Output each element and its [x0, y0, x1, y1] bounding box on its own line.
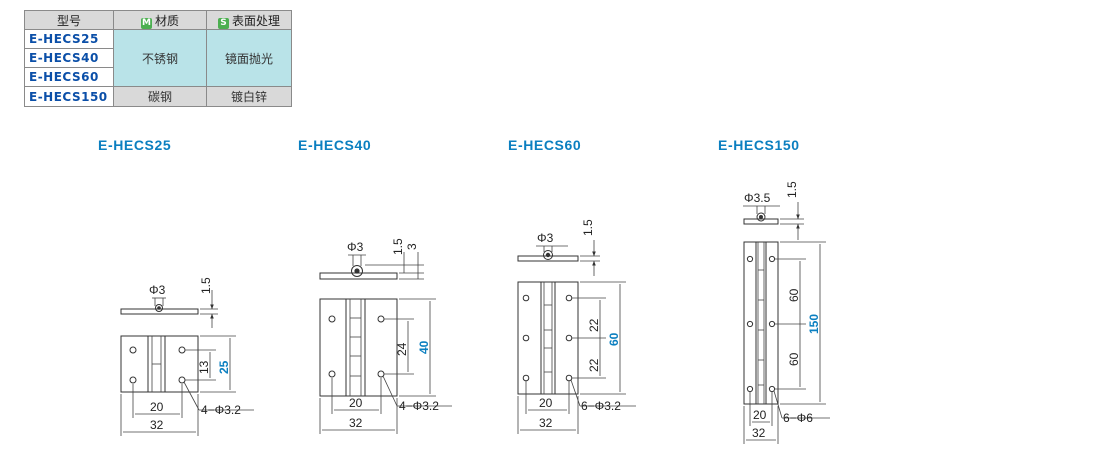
dia-label: Φ3 [149, 283, 166, 297]
thickness-label: 1.5 [785, 181, 799, 198]
front-view: 22 22 60 20 32 6−Φ3.2 [517, 281, 636, 434]
holes-label: 4−Φ3.2 [399, 399, 439, 413]
width-label: 32 [150, 418, 164, 432]
drawing-e-hecs60: Φ3 1.5 22 22 [517, 219, 636, 434]
header-material-label: 材质 [154, 13, 179, 28]
height-label: 60 [607, 332, 621, 346]
width-label: 32 [539, 416, 553, 430]
pitch-label: 13 [197, 360, 211, 374]
thickness-label: 1.5 [581, 219, 595, 236]
drawing-e-hecs150: Φ3.5 1.5 60 [743, 181, 830, 444]
front-view: 24 40 20 32 4−Φ3.2 [319, 298, 452, 434]
top-view: Φ3 1.5 3 [319, 238, 424, 280]
thickness2-label: 3 [405, 243, 419, 250]
material-cell: 碳钢 [113, 86, 207, 107]
drawing-title: E-HECS25 [98, 137, 172, 153]
pitch2-label: 22 [587, 358, 601, 372]
front-view: 60 60 150 20 32 6−Φ6 [743, 241, 830, 444]
thickness-label: 1.5 [199, 277, 213, 294]
holes-label: 6−Φ6 [783, 411, 813, 425]
height-label: 40 [417, 340, 431, 354]
model-cell: E-HECS40 [24, 48, 114, 68]
header-model: 型号 [24, 10, 114, 30]
table-row: E-HECS40 [24, 48, 292, 68]
width-label: 32 [752, 426, 766, 440]
inner-width-label: 20 [753, 408, 767, 422]
drawing-title: E-HECS40 [298, 137, 372, 153]
height-label: 150 [807, 314, 821, 334]
inner-width-label: 20 [539, 396, 553, 410]
surface-badge-icon: S [217, 17, 229, 29]
header-surface-label: 表面处理 [231, 13, 280, 28]
holes-label: 4−Φ3.2 [201, 403, 241, 417]
drawing-e-hecs40: Φ3 1.5 3 24 [319, 238, 452, 434]
drawing-title: E-HECS150 [718, 137, 800, 153]
table-row: E-HECS150 碳钢 镀白锌 [24, 86, 292, 107]
table-row: E-HECS60 [24, 67, 292, 87]
thickness-label: 1.5 [391, 238, 405, 255]
model-cell: E-HECS60 [24, 67, 114, 87]
drawing-title: E-HECS60 [508, 137, 582, 153]
width-label: 32 [349, 416, 363, 430]
surface-cell: 镀白锌 [206, 86, 292, 107]
top-view: Φ3 1.5 [517, 219, 600, 276]
front-view: 13 25 20 32 4−Φ3.2 [120, 335, 254, 436]
dia-label: Φ3.5 [744, 191, 771, 205]
surface-cell: 镜面抛光 [206, 29, 292, 87]
pitch-label: 24 [395, 342, 409, 356]
pitch1-label: 60 [787, 288, 801, 302]
model-cell: E-HECS150 [24, 86, 114, 107]
pitch2-label: 60 [787, 352, 801, 366]
dia-label: Φ3 [347, 240, 364, 254]
drawing-e-hecs25: Φ3 1.5 13 25 [120, 277, 254, 436]
holes-label: 6−Φ3.2 [581, 399, 621, 413]
top-view: Φ3 1.5 [120, 277, 218, 328]
height-label: 25 [217, 360, 231, 374]
material-badge-icon: M [140, 17, 152, 29]
inner-width-label: 20 [150, 400, 164, 414]
top-view: Φ3.5 1.5 [743, 181, 804, 240]
dia-label: Φ3 [537, 231, 554, 245]
inner-width-label: 20 [349, 396, 363, 410]
pitch1-label: 22 [587, 318, 601, 332]
